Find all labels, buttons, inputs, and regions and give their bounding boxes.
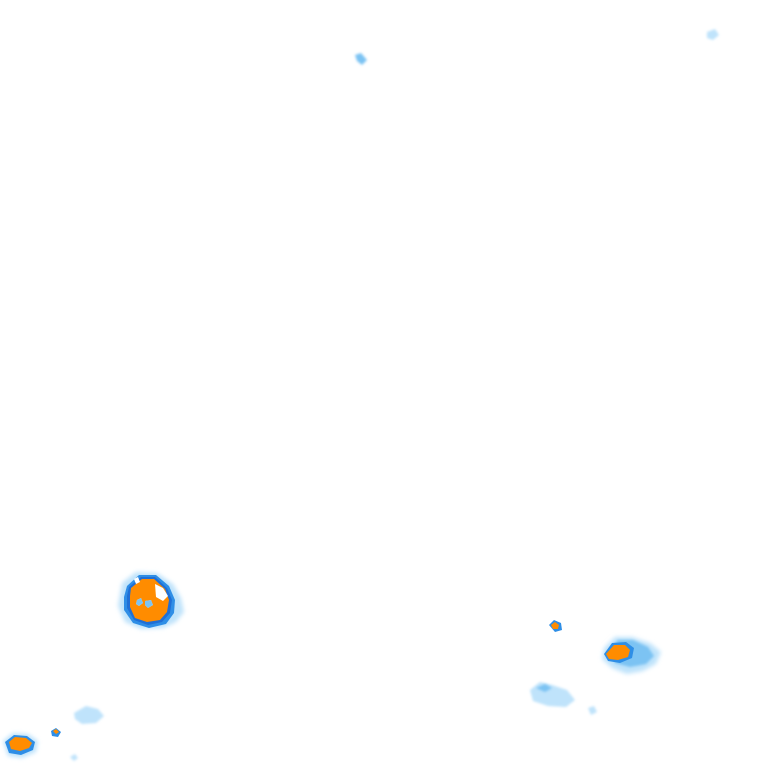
echo-light-southwest bbox=[70, 706, 104, 761]
echo-small-southwest bbox=[51, 728, 61, 737]
echo-top-right bbox=[707, 29, 719, 40]
echo-light-southeast bbox=[530, 682, 597, 715]
storm-cell-southwest bbox=[3, 733, 38, 758]
storm-cell-west bbox=[118, 572, 184, 629]
storm-cell-east bbox=[602, 637, 661, 674]
echo-small-east bbox=[549, 620, 562, 632]
echo-top-center bbox=[355, 53, 367, 65]
